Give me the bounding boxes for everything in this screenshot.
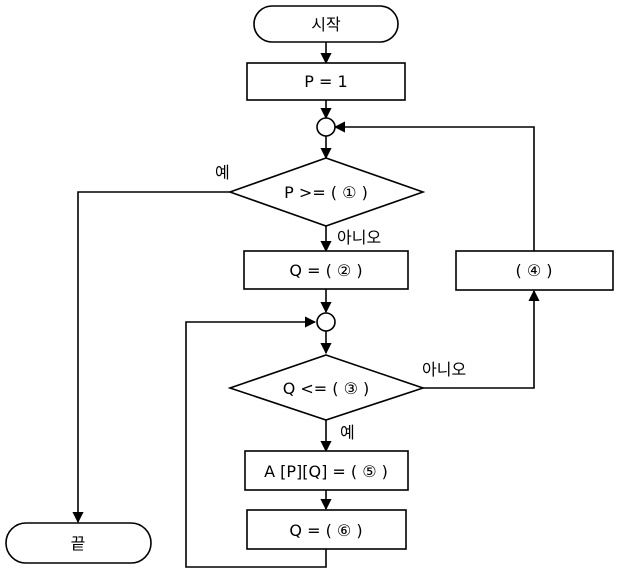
start-label: 시작 [311,15,341,34]
process-shape [246,509,407,550]
cond1-yes-label: 예 [215,163,230,182]
decision-shape [227,157,426,227]
cond1-no-label: 아니오 [337,228,381,247]
junction-outer [316,117,336,137]
process-shape [243,250,409,290]
edges [72,42,540,568]
node-cond2: Q <= ( ③ ) [227,354,426,421]
node-init: P = 1 [246,62,406,101]
node-end: 끝 [5,522,152,564]
edge-cond1-yes-end [72,191,230,524]
cond2-yes-label: 예 [340,423,355,442]
decision-shape [227,354,426,421]
process-shape [246,62,406,101]
terminal-shape [253,5,399,43]
init-label: P = 1 [304,72,347,91]
edge-cond2-no-updatep [423,289,540,389]
cond1-label: P >= ( ① ) [284,183,368,202]
update-p-label: ( ④ ) [516,261,553,280]
node-update-q: Q = ( ⑥ ) [246,509,407,550]
process-shape [455,250,614,291]
terminal-shape [5,522,152,564]
end-label: 끝 [71,534,86,553]
edge-updateq-loop [185,316,327,568]
node-update-p: ( ④ ) [455,250,614,291]
node-assign-a: A [P][Q] = ( ⑤ ) [244,450,409,491]
node-start: 시작 [253,5,399,43]
update-q-label: Q = ( ⑥ ) [289,521,362,540]
assign-q-label: Q = ( ② ) [289,261,362,280]
junction-inner [316,312,336,332]
cond2-no-label: 아니오 [422,360,466,379]
edge-updatep-loop [333,121,535,251]
process-shape [244,450,409,491]
node-cond1: P >= ( ① ) [227,157,426,227]
node-assign-q: Q = ( ② ) [243,250,409,290]
cond2-label: Q <= ( ③ ) [283,379,370,398]
assign-a-label: A [P][Q] = ( ⑤ ) [264,462,388,481]
